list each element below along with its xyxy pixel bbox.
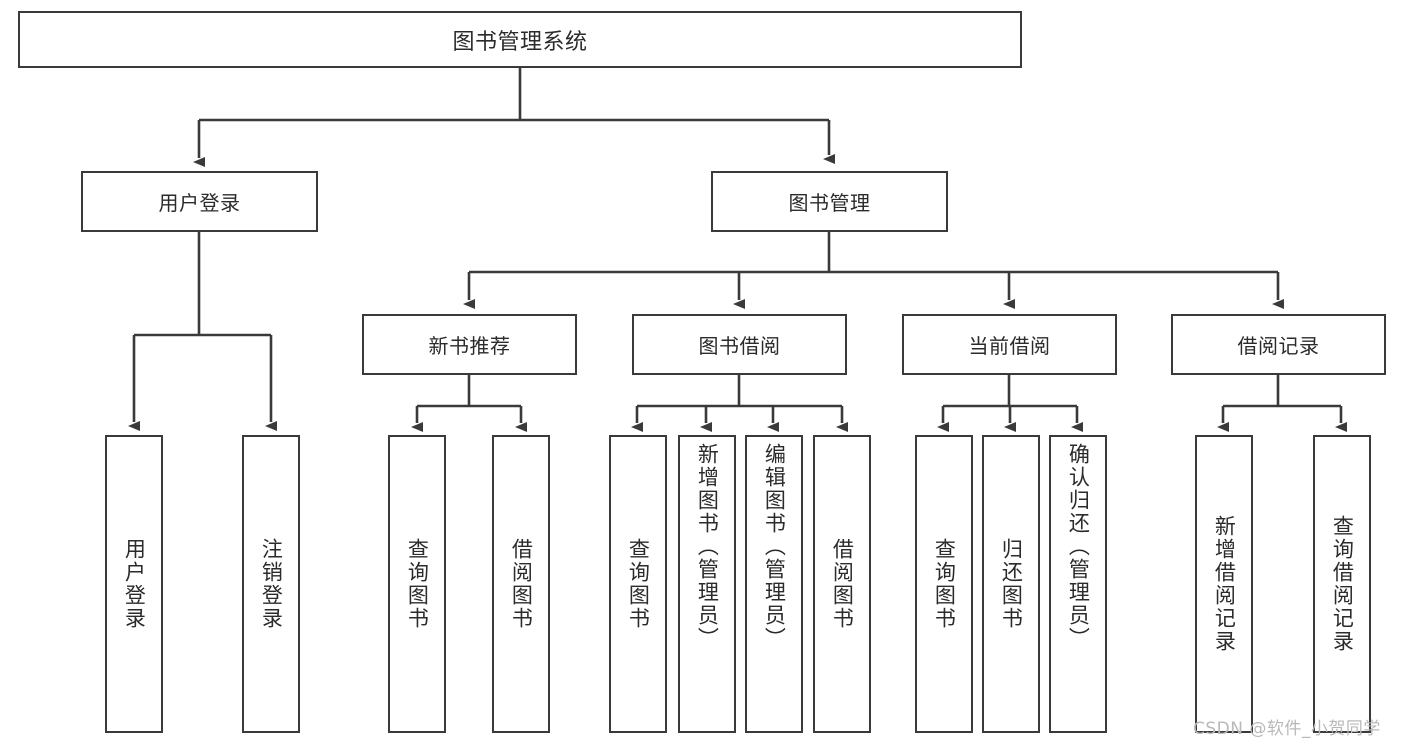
node-leaf-query-record-label: 查询借阅记录: [1330, 515, 1355, 653]
node-leaf-borrow-book-2[interactable]: 借阅图书: [813, 435, 871, 733]
node-leaf-borrow-book-1[interactable]: 借阅图书: [492, 435, 550, 733]
node-new-book-recommend-label: 新书推荐: [428, 334, 511, 358]
node-leaf-edit-book[interactable]: 编辑图书（管理员）: [745, 435, 803, 733]
node-leaf-return-book-label: 归还图书: [999, 538, 1024, 630]
node-leaf-user-login[interactable]: 用户登录: [105, 435, 163, 733]
node-leaf-add-record[interactable]: 新增借阅记录: [1195, 435, 1253, 733]
node-leaf-query-book-2[interactable]: 查询图书: [609, 435, 667, 733]
node-leaf-add-book-label: 新增图书（管理员）: [695, 443, 720, 650]
node-borrow-record-label: 借阅记录: [1237, 334, 1320, 358]
node-leaf-user-login-label: 用户登录: [122, 538, 147, 630]
node-leaf-query-book-2-label: 查询图书: [626, 538, 651, 630]
node-current-borrow-label: 当前借阅: [968, 334, 1051, 358]
node-leaf-query-book-3[interactable]: 查询图书: [915, 435, 973, 733]
node-leaf-logout-label: 注销登录: [259, 538, 284, 630]
node-leaf-confirm-return[interactable]: 确认归还（管理员）: [1049, 435, 1107, 733]
node-leaf-query-record[interactable]: 查询借阅记录: [1313, 435, 1371, 733]
node-book-borrow[interactable]: 图书借阅: [632, 314, 847, 375]
node-leaf-return-book[interactable]: 归还图书: [982, 435, 1040, 733]
node-leaf-query-book-1-label: 查询图书: [405, 538, 430, 630]
node-leaf-borrow-book-1-label: 借阅图书: [509, 538, 534, 630]
node-leaf-query-book-3-label: 查询图书: [932, 538, 957, 630]
node-leaf-add-book[interactable]: 新增图书（管理员）: [678, 435, 736, 733]
node-leaf-logout[interactable]: 注销登录: [242, 435, 300, 733]
watermark-text: CSDN @软件_小贺同学: [1193, 719, 1381, 739]
node-root-label: 图书管理系统: [452, 29, 588, 55]
node-leaf-add-record-label: 新增借阅记录: [1212, 515, 1237, 653]
node-current-borrow[interactable]: 当前借阅: [902, 314, 1117, 375]
node-borrow-record[interactable]: 借阅记录: [1171, 314, 1386, 375]
node-user-login-label: 用户登录: [158, 191, 241, 215]
node-book-management[interactable]: 图书管理: [711, 171, 948, 232]
node-leaf-query-book-1[interactable]: 查询图书: [388, 435, 446, 733]
node-book-borrow-label: 图书借阅: [698, 334, 781, 358]
node-leaf-edit-book-label: 编辑图书（管理员）: [762, 443, 787, 650]
node-book-management-label: 图书管理: [788, 191, 871, 215]
node-root[interactable]: 图书管理系统: [18, 11, 1022, 68]
node-user-login[interactable]: 用户登录: [81, 171, 318, 232]
node-leaf-borrow-book-2-label: 借阅图书: [830, 538, 855, 630]
node-leaf-confirm-return-label: 确认归还（管理员）: [1066, 443, 1091, 650]
node-new-book-recommend[interactable]: 新书推荐: [362, 314, 577, 375]
